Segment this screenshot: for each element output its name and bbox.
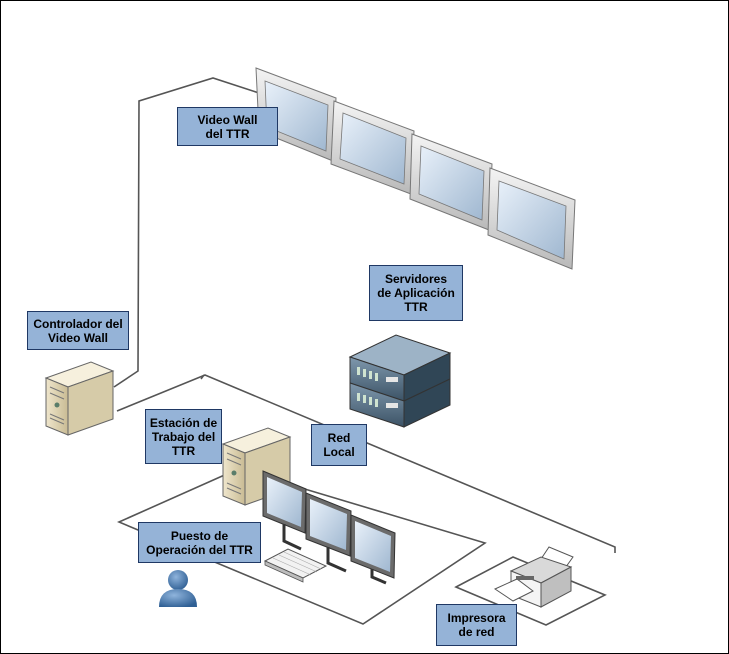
video-wall-monitor <box>487 167 576 270</box>
label-controller-line2: Video Wall <box>47 330 108 345</box>
application-servers <box>348 334 452 428</box>
lan-network-line <box>116 374 616 553</box>
label-printer-line1: Impresora <box>447 611 506 625</box>
label-local-network: Red Local <box>311 424 367 466</box>
label-controller-line1: Controlador del <box>33 316 123 331</box>
workstation-monitor <box>350 514 396 585</box>
video-wall-monitors <box>255 67 576 270</box>
label-video-wall-line1: Video Wall <box>197 112 258 127</box>
label-network-printer: Impresora de red <box>436 604 517 646</box>
label-servers-line1: Servidores <box>384 272 448 286</box>
label-operator-line2: Operación del TTR <box>146 542 253 557</box>
operator-floor <box>116 468 487 625</box>
cable-controller-to-videowall <box>113 77 260 388</box>
label-operator-line1: Puesto de <box>170 528 229 543</box>
label-workstation-line1: Estación de <box>149 415 218 430</box>
label-application-servers: Servidores de Aplicación TTR <box>369 265 463 321</box>
label-workstation-line2: Trabajo del <box>151 429 216 444</box>
video-wall-monitor <box>409 133 493 231</box>
workstation-monitors <box>262 470 396 585</box>
network-printer <box>493 546 574 608</box>
video-wall-monitor <box>330 100 415 195</box>
workstation-monitor <box>305 492 352 573</box>
label-operator-post: Puesto de Operación del TTR <box>138 522 261 563</box>
label-printer-line2: de red <box>458 625 495 639</box>
label-servers-line3: TTR <box>404 300 428 314</box>
label-lan-line2: Local <box>323 445 355 459</box>
operator-person-icon <box>159 570 197 607</box>
label-video-wall: Video Wall del TTR <box>177 107 278 146</box>
keyboard <box>263 548 328 583</box>
label-workstation-line3: TTR <box>171 443 196 458</box>
video-wall-controller-tower <box>44 361 115 436</box>
label-workstation: Estación de Trabajo del TTR <box>145 409 222 464</box>
label-lan-line1: Red <box>327 431 351 445</box>
label-video-wall-controller: Controlador del Video Wall <box>27 311 129 350</box>
workstation-monitor <box>262 470 307 551</box>
label-video-wall-line2: del TTR <box>205 126 250 141</box>
label-servers-line2: de Aplicación <box>377 286 455 300</box>
